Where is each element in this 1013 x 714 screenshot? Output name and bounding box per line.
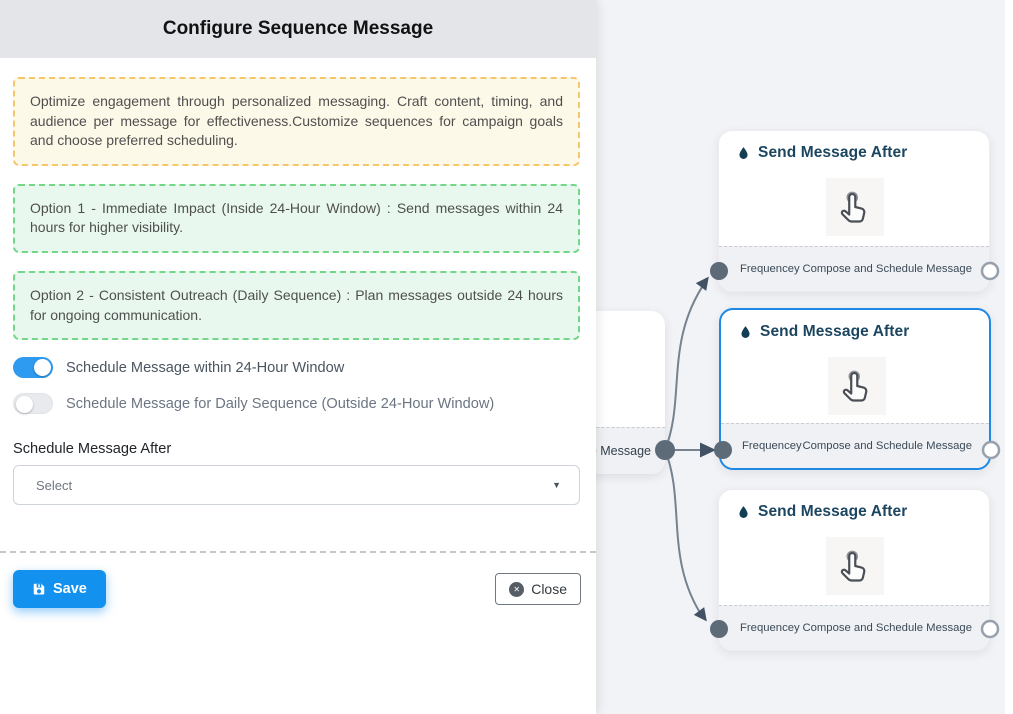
toggle-knob [34, 359, 51, 377]
node-send-message-after-3[interactable]: Send Message After Frequencey Compose an… [718, 489, 990, 651]
toggle-daily-sequence-label: Schedule Message for Daily Sequence (Out… [66, 395, 495, 412]
tap-gesture-icon[interactable] [826, 178, 884, 236]
edge-to-node-3 [664, 449, 705, 620]
schedule-after-label: Schedule Message After [13, 441, 172, 458]
toggle-daily-sequence[interactable] [13, 393, 53, 415]
tap-gesture-icon[interactable] [828, 357, 886, 415]
node-send-message-after-2[interactable]: Send Message After Frequencey Compose an… [719, 308, 991, 470]
input-handle-label: Frequencey [740, 263, 800, 275]
input-handle-label: Frequencey [742, 440, 802, 452]
partial-node-label: ce Message [583, 444, 651, 458]
close-button-label: Close [531, 581, 567, 598]
toggle-row-24-hour: Schedule Message within 24-Hour Window [13, 357, 583, 379]
save-button-label: Save [53, 581, 87, 598]
close-icon: ✕ [509, 581, 525, 597]
schedule-after-select[interactable]: Select ▼ [13, 465, 580, 506]
arrowhead-icon [695, 276, 709, 291]
droplet-icon [739, 147, 748, 159]
node-title: Send Message After [758, 144, 908, 161]
description-note: Optimize engagement through personalized… [13, 77, 580, 166]
arrowhead-icon [693, 607, 707, 622]
save-icon [33, 583, 45, 595]
node-send-message-after-1[interactable]: Send Message After Frequencey Compose an… [718, 130, 990, 292]
droplet-icon [739, 506, 748, 518]
divider [0, 551, 596, 554]
node-title: Send Message After [758, 503, 908, 520]
output-handle-label: Compose and Schedule Message [802, 440, 972, 452]
droplet-icon [741, 326, 750, 338]
arrowhead-icon [700, 442, 716, 458]
node-title: Send Message After [760, 323, 910, 340]
output-handle-label: Compose and Schedule Message [802, 622, 972, 634]
node-title-row: Send Message After [736, 144, 907, 162]
toggle-knob [16, 395, 33, 413]
edge-to-node-1 [664, 280, 707, 451]
node-footer: Frequencey Compose and Schedule Message [721, 423, 989, 468]
chevron-down-icon: ▼ [552, 480, 561, 491]
save-button[interactable]: Save [13, 570, 106, 609]
toggle-row-daily-sequence: Schedule Message for Daily Sequence (Out… [13, 393, 583, 415]
node-title-row: Send Message After [736, 503, 907, 521]
option-2-note: Option 2 - Consistent Outreach (Daily Se… [13, 270, 580, 341]
panel-actions: Save ✕ Close [0, 553, 596, 609]
toggle-24-hour-label: Schedule Message within 24-Hour Window [66, 359, 345, 376]
toggle-24-hour-window[interactable] [13, 357, 53, 379]
scrollbar-track[interactable] [1005, 0, 1013, 714]
node-footer: Frequencey Compose and Schedule Message [719, 246, 989, 291]
panel-header: Configure Sequence Message [0, 0, 596, 58]
output-handle-label: Compose and Schedule Message [802, 263, 972, 275]
select-value: Select [36, 477, 73, 493]
configure-sequence-panel: Configure Sequence Message Optimize enga… [0, 0, 596, 714]
panel-title: Configure Sequence Message [162, 18, 434, 39]
input-handle-label: Frequencey [740, 622, 800, 634]
tap-gesture-icon[interactable] [826, 537, 884, 595]
close-button[interactable]: ✕ Close [495, 573, 581, 606]
node-footer: Frequencey Compose and Schedule Message [719, 605, 989, 650]
option-1-note: Option 1 - Immediate Impact (Inside 24-H… [13, 183, 580, 253]
node-title-row: Send Message After [738, 323, 909, 341]
